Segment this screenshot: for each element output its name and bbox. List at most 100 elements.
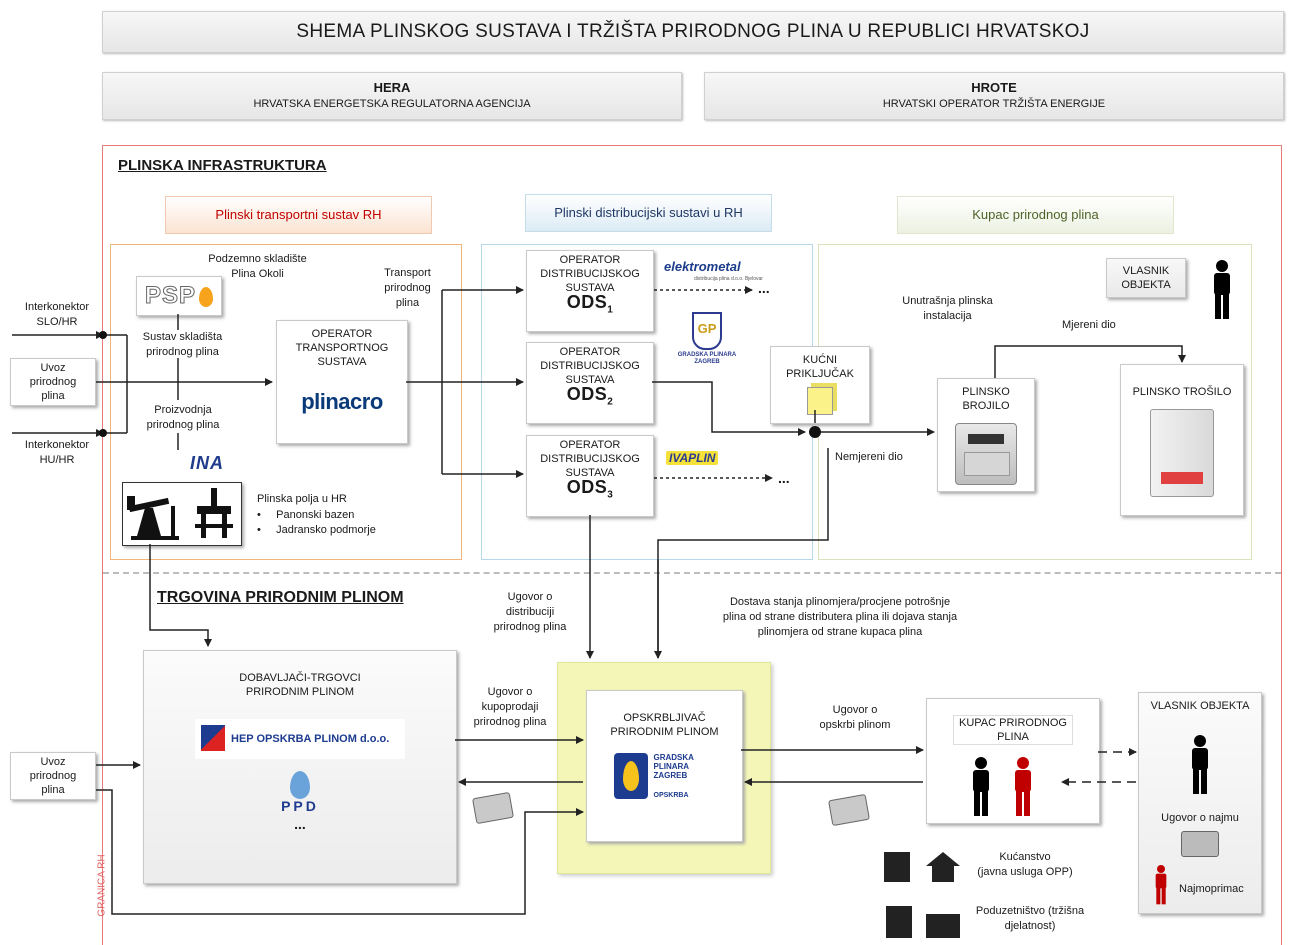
distribution-title: Plinski distribucijski sustavi u RH xyxy=(525,194,772,232)
tenant-label: Najmoprimac xyxy=(1179,883,1244,895)
regulator-hera-full: HRVATSKA ENERGETSKA REGULATORNA AGENCIJA xyxy=(253,98,531,110)
person-customer-red-icon xyxy=(1015,757,1031,816)
interconnector-hu: Interkonektor HU/HR xyxy=(24,439,90,466)
appliance-box: PLINSKO TROŠILO xyxy=(1120,364,1244,516)
meter-label: PLINSKO BROJILO xyxy=(962,386,1010,412)
regulator-hera-name: HERA xyxy=(373,80,411,95)
section-divider xyxy=(103,572,1281,574)
factory-icon xyxy=(926,914,960,938)
elektrometal-logo-text: elektrometal xyxy=(664,259,741,274)
interconnector-slo: Interkonektor SLO/HR xyxy=(24,301,90,328)
building-icon-1 xyxy=(884,852,910,882)
gas-meter-icon xyxy=(955,423,1017,485)
production-label: Proizvodnja prirodnog plina xyxy=(146,404,220,431)
offshore-rig-icon xyxy=(195,488,233,538)
ina-logo: INA xyxy=(190,453,224,473)
internal-installation: Unutrašnja plinska instalacija xyxy=(902,295,993,322)
fields-label: Plinska polja u HR • Panonski bazen • Ja… xyxy=(257,492,457,538)
gpz-monogram: GP xyxy=(692,312,722,350)
person-customer-icon xyxy=(973,757,989,816)
plinacro-logo: plinacro xyxy=(301,389,383,414)
trade-heading: TRGOVINA PRIRODNIM PLINOM xyxy=(157,589,404,606)
ods3-label: OPERATOR DISTRIBUCIJSKOG SUSTAVA xyxy=(540,439,640,479)
storage-system-label: Sustav skladišta prirodnog plina xyxy=(142,331,223,358)
owner-lease-label: VLASNIK OBJEKTA xyxy=(1150,700,1250,712)
flame-icon xyxy=(199,287,214,307)
psp-logo-text: PSP xyxy=(144,282,196,310)
customer-box: KUPAC PRIRODNOG PLINA xyxy=(926,698,1100,824)
customer-title: Kupac prirodnog plina xyxy=(897,196,1174,234)
retailer-label: OPSKRBLJIVAČ PRIRODNIM PLINOM xyxy=(610,712,719,738)
unmetered-label: Nemjereni dio xyxy=(835,451,903,463)
psp-logo: PSP xyxy=(136,276,222,316)
supply-contract-label: Ugovor o opskrbi plinom xyxy=(819,704,891,731)
retailer-box: OPSKRBLJIVAČ PRIRODNIM PLINOM GRADSKA PL… xyxy=(586,690,743,842)
ods1-code: ODS1 xyxy=(566,292,614,316)
regulator-hera: HERA HRVATSKA ENERGETSKA REGULATORNA AGE… xyxy=(102,72,682,120)
elektrometal-logo-sub: distribucija plina d.o.o. Bjelovar xyxy=(694,276,763,282)
import-box-top: Uvoz prirodnog plina xyxy=(10,358,96,406)
suppliers-label: DOBAVLJAČI-TRGOVCI PRIRODNIM PLINOM xyxy=(239,672,361,698)
meter-reading-label: Dostava stanja plinomjera/procjene potro… xyxy=(722,596,958,638)
house-connection-label: KUĆNI PRIKLJUČAK xyxy=(786,354,854,380)
storage-label: Podzemno skladište Plina Okoli xyxy=(208,253,307,280)
fields-item-2: • Jadransko podmorje xyxy=(257,524,376,536)
transport-section xyxy=(110,244,462,560)
gpz-supply-text: GRADSKA PLINARA ZAGREB xyxy=(653,753,694,780)
ods3-box: OPERATOR DISTRIBUCIJSKOG SUSTAVA ODS3 xyxy=(526,435,654,517)
hep-logo-mark xyxy=(201,725,225,751)
transport-title: Plinski transportni sustav RH xyxy=(165,196,432,234)
owner-lease-box: VLASNIK OBJEKTA Ugovor o najmu Najmoprim… xyxy=(1138,692,1262,914)
house-icon xyxy=(926,852,960,866)
gpz-supply-sub: OPSKRBA xyxy=(653,792,689,799)
fields-item-1: • Panonski bazen xyxy=(257,509,355,521)
border-frame xyxy=(102,145,1282,945)
gpz-logo: GP GRADSKA PLINARA ZAGREB xyxy=(662,312,752,366)
cube-icon xyxy=(807,387,833,415)
person-owner-icon xyxy=(1192,735,1208,794)
ods3-ellipsis: ... xyxy=(778,470,790,486)
regulator-hrote: HROTE HRVATSKI OPERATOR TRŽIŠTA ENERGIJE xyxy=(704,72,1284,120)
pumpjack-icon xyxy=(127,496,179,540)
ods1-ellipsis: ... xyxy=(758,280,770,296)
money-icon-lease xyxy=(1181,831,1219,857)
suppliers-more: ... xyxy=(294,816,306,832)
meter-box: PLINSKO BROJILO xyxy=(937,378,1035,492)
business-label: Poduzetništvo (tržišna djelatnost) xyxy=(975,905,1085,932)
ods2-box: OPERATOR DISTRIBUCIJSKOG SUSTAVA ODS2 xyxy=(526,342,654,424)
appliance-label: PLINSKO TROŠILO xyxy=(1132,386,1232,398)
suppliers-box: DOBAVLJAČI-TRGOVCI PRIRODNIM PLINOM HEP … xyxy=(143,650,457,884)
tso-box: OPERATOR TRANSPORTNOG SUSTAVA plinacro xyxy=(276,320,408,444)
gpz-supply-logo: GRADSKA PLINARA ZAGREB OPSKRBA xyxy=(610,751,720,801)
gas-fields-icons xyxy=(122,482,242,546)
person-tenant-icon xyxy=(1155,865,1167,905)
ods3-code: ODS3 xyxy=(566,477,614,501)
page-title: SHEMA PLINSKOG SUSTAVA I TRŽIŠTA PRIRODN… xyxy=(102,11,1284,53)
metered-label: Mjereni dio xyxy=(1062,319,1116,331)
household-label: Kućanstvo (javna usluga OPP) xyxy=(977,851,1073,878)
import-box-bottom: Uvoz prirodnog plina xyxy=(10,752,96,800)
distribution-contract-label: Ugovor o distribuciji prirodnog plina xyxy=(493,591,567,633)
tso-label: OPERATOR TRANSPORTNOG SUSTAVA xyxy=(295,328,389,368)
building-icon-2 xyxy=(886,906,912,938)
customer-label: KUPAC PRIRODNOG PLINA xyxy=(953,715,1073,745)
hep-logo: HEP OPSKRBA PLINOM d.o.o. xyxy=(195,719,405,759)
person-owner-top-icon xyxy=(1214,260,1230,319)
owner-box: VLASNIK OBJEKTA xyxy=(1106,258,1186,298)
transport-label: Transport prirodnog plina xyxy=(384,267,431,309)
ods1-label: OPERATOR DISTRIBUCIJSKOG SUSTAVA xyxy=(540,254,640,294)
ppd-drop-icon xyxy=(290,771,310,799)
regulator-hrote-name: HROTE xyxy=(971,80,1017,95)
ods2-label: OPERATOR DISTRIBUCIJSKOG SUSTAVA xyxy=(540,346,640,386)
gpz-supply-mark xyxy=(613,753,648,799)
house-connection-box: KUĆNI PRIKLJUČAK xyxy=(770,346,870,424)
hep-logo-text: HEP OPSKRBA PLINOM d.o.o. xyxy=(231,733,390,745)
house-icon-body xyxy=(932,866,954,882)
regulator-hrote-full: HRVATSKI OPERATOR TRŽIŠTA ENERGIJE xyxy=(882,98,1106,110)
boiler-icon xyxy=(1150,409,1214,497)
fields-title: Plinska polja u HR xyxy=(257,493,347,505)
ppd-logo: PPD xyxy=(270,771,330,813)
ivaplin-logo: IVAPLIN xyxy=(666,451,719,465)
ods2-code: ODS2 xyxy=(566,384,614,408)
border-label: GRANICA RH xyxy=(96,854,108,917)
